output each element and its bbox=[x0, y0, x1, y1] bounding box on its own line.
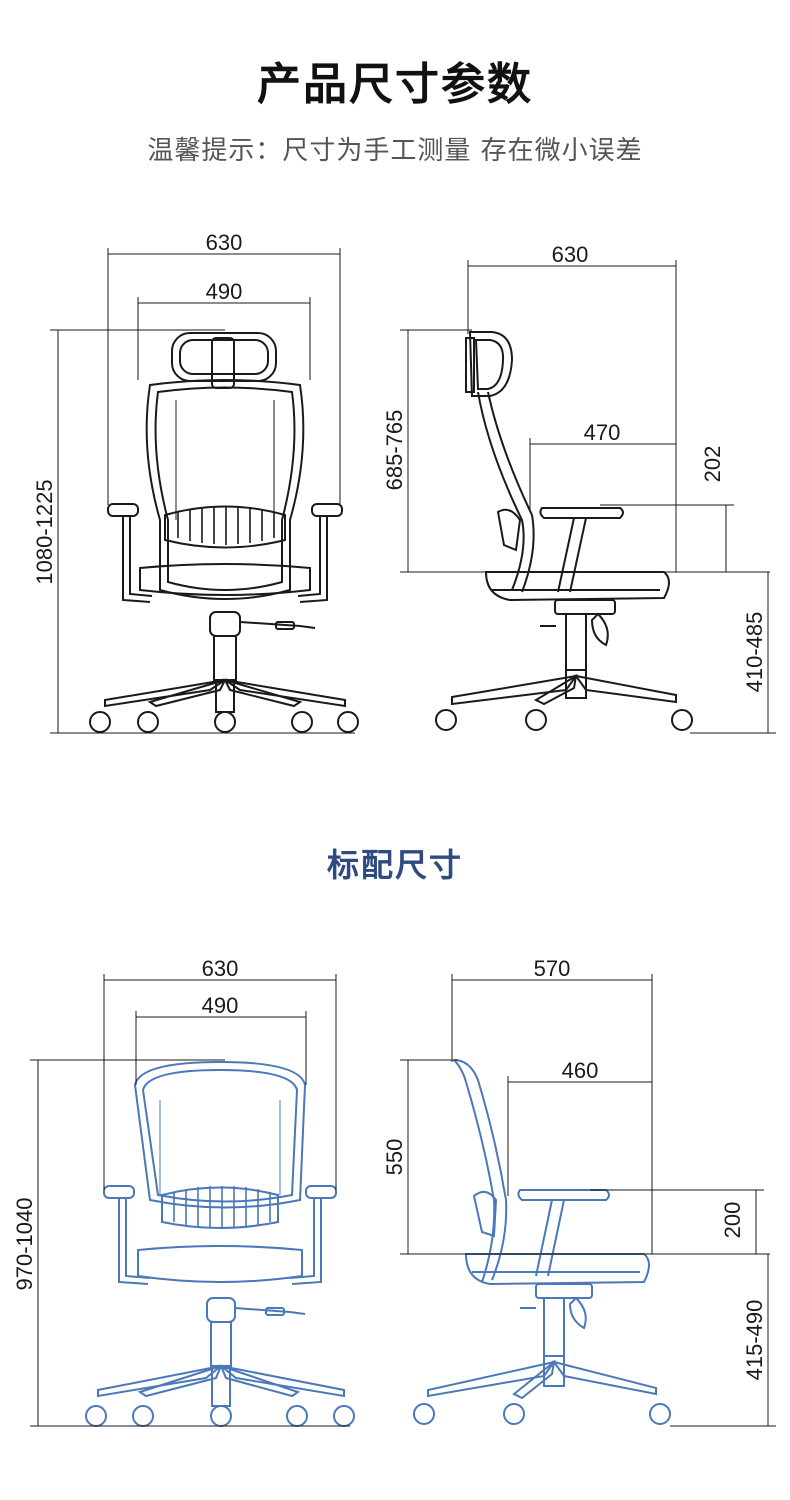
highback-front-chair bbox=[89, 332, 359, 733]
standard-side-chair bbox=[413, 1059, 671, 1425]
highback-side-chair bbox=[435, 331, 693, 731]
standard-front-chair bbox=[85, 1060, 355, 1427]
hb-side-depth-label: 630 bbox=[552, 242, 589, 267]
std-front-inner-width-label: 490 bbox=[202, 993, 239, 1018]
highback-front-dimensions: 630 490 1080-1225 bbox=[32, 230, 355, 734]
hb-side-arm-height-label: 202 bbox=[700, 446, 725, 483]
standard-side-dimensions: 570 460 550 200 415-490 bbox=[382, 956, 776, 1427]
hb-side-seat-depth-label: 470 bbox=[584, 420, 621, 445]
std-side-arm-height-label: 200 bbox=[720, 1202, 745, 1239]
hb-front-width-label: 630 bbox=[206, 230, 243, 255]
hb-side-back-height-label: 685-765 bbox=[382, 410, 407, 491]
standard-front-dimensions: 630 490 970-1040 bbox=[12, 956, 350, 1427]
hb-side-seat-height-label: 410-485 bbox=[742, 612, 767, 693]
std-side-seat-depth-label: 460 bbox=[562, 1058, 599, 1083]
highback-side-dimensions: 630 470 685-765 202 410-485 bbox=[382, 242, 776, 734]
std-side-depth-label: 570 bbox=[534, 956, 571, 981]
std-side-back-height-label: 550 bbox=[382, 1139, 407, 1176]
std-front-width-label: 630 bbox=[202, 956, 239, 981]
std-front-height-label: 970-1040 bbox=[12, 1198, 37, 1291]
section-title-standard: 标配尺寸 bbox=[326, 846, 463, 884]
hb-front-inner-width-label: 490 bbox=[206, 279, 243, 304]
page-title: 产品尺寸参数 bbox=[257, 59, 533, 110]
hb-front-height-label: 1080-1225 bbox=[32, 479, 57, 584]
page-subtitle: 温馨提示：尺寸为手工测量 存在微小误差 bbox=[147, 136, 643, 166]
std-side-seat-height-label: 415-490 bbox=[742, 1300, 767, 1381]
